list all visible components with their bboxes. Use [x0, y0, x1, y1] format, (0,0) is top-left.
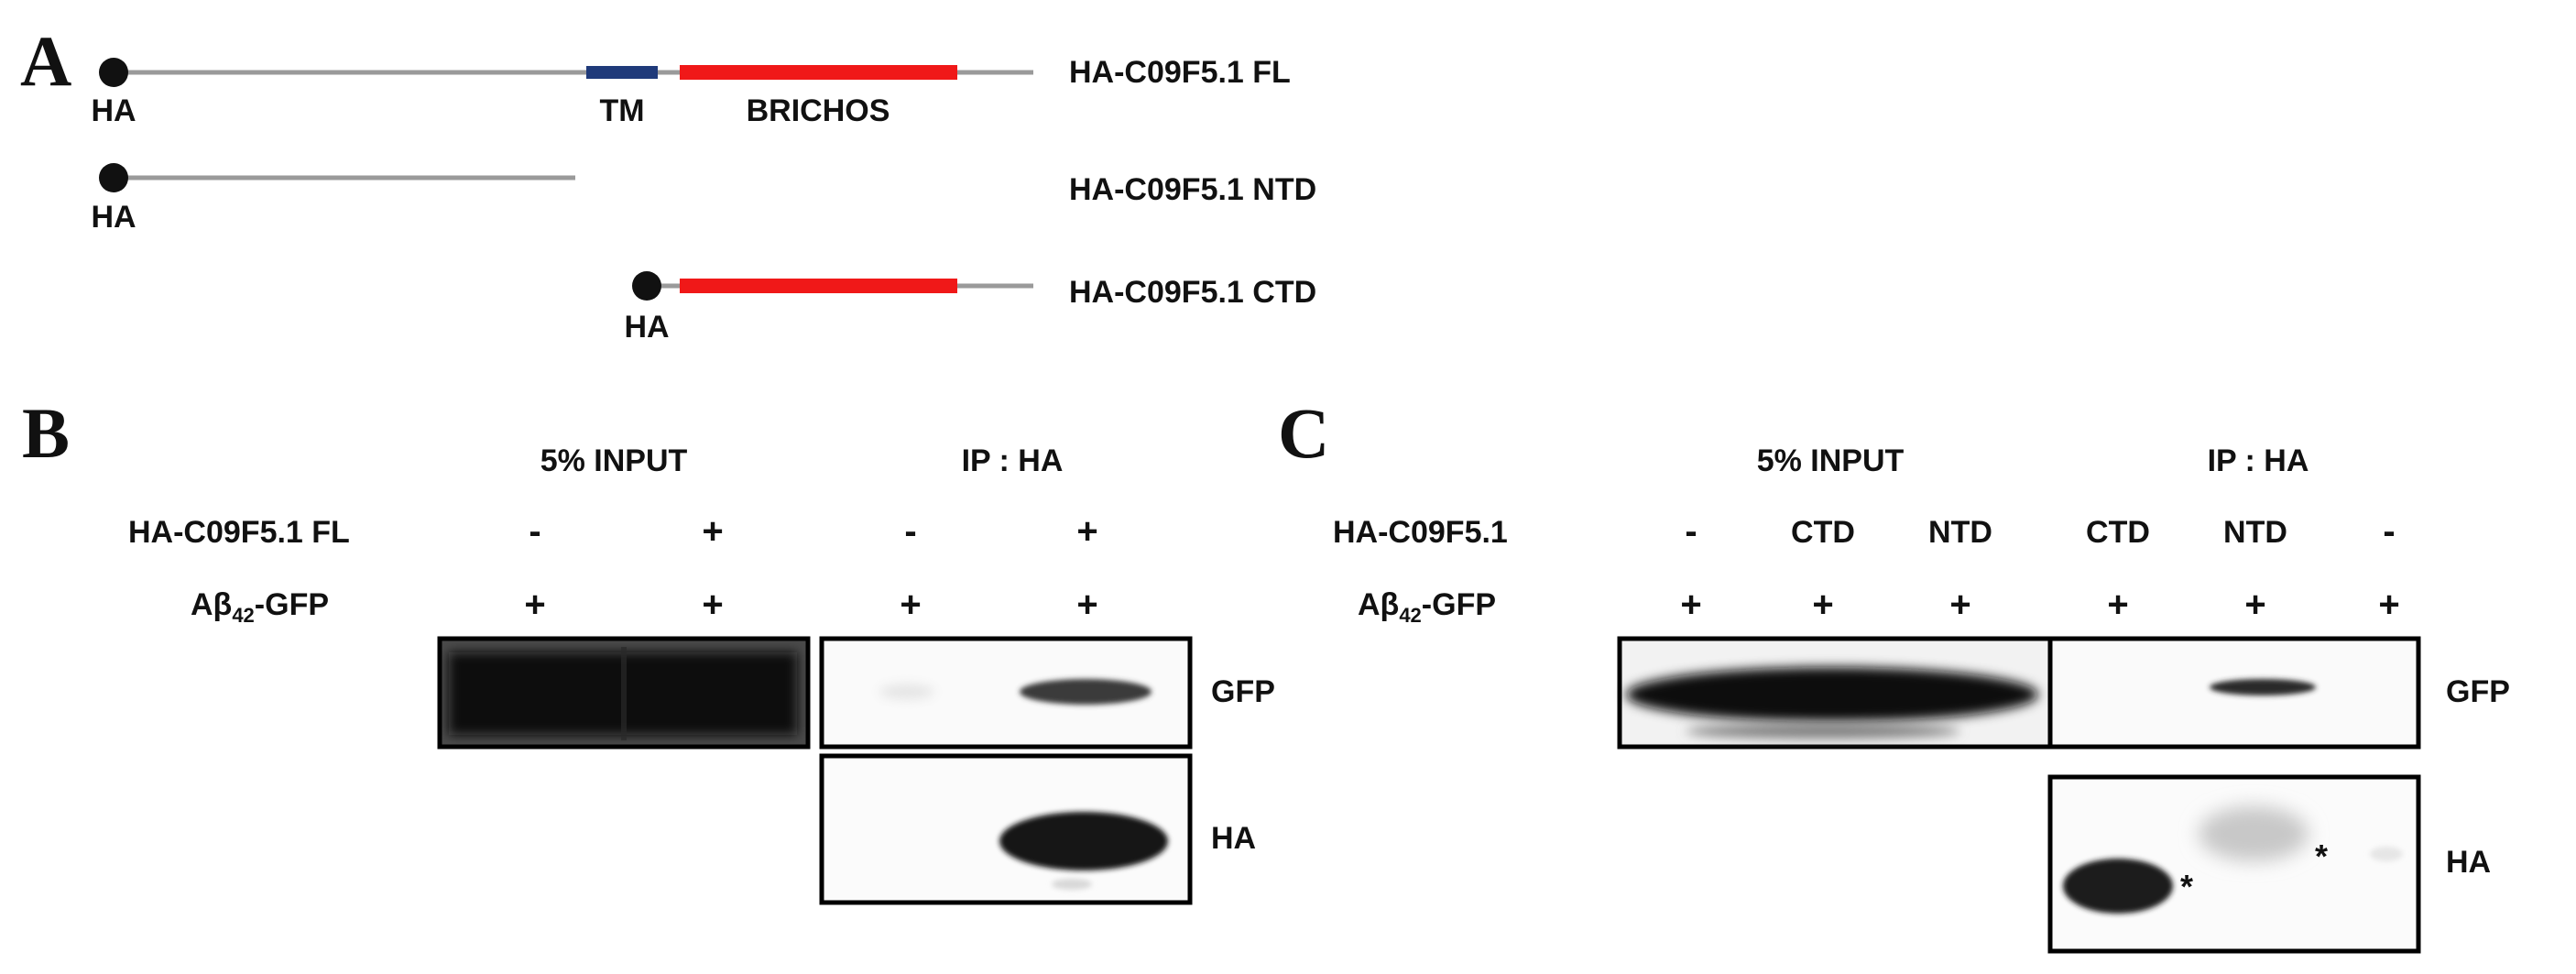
b-ha-label: HA	[1211, 821, 1257, 856]
c-row1-sign-3: NTD	[1928, 515, 1992, 550]
ntd-ha-label: HA	[91, 200, 136, 235]
c-row2-sign-3: +	[1949, 585, 1971, 625]
fl-tm-domain	[586, 66, 658, 79]
fl-brichos-domain	[680, 65, 957, 80]
blot-c-ip-gfp	[2047, 636, 2421, 750]
c-ha-label: HA	[2446, 845, 2492, 880]
construct-fl-name: HA-C09F5.1 FL	[1069, 55, 1291, 90]
b-row1-sign-4: +	[1076, 511, 1098, 552]
c-input-header: 5% INPUT	[1756, 443, 1905, 478]
c-row2-sign-5: +	[2244, 585, 2266, 625]
blot-c-ip-ha	[2047, 774, 2421, 954]
construct-ctd	[632, 271, 1033, 301]
c-row1-sign-1: -	[1685, 511, 1697, 552]
blot-b-ip-gfp	[819, 636, 1193, 750]
construct-ntd	[99, 163, 575, 192]
c-row2-sign-1: +	[1680, 585, 1702, 625]
b-row2-sign-4: +	[1076, 585, 1098, 625]
ctd-ha-label: HA	[624, 310, 670, 345]
c-row1-label: HA-C09F5.1	[1333, 515, 1508, 550]
construct-fl	[99, 58, 1033, 87]
b-gfp-label: GFP	[1211, 674, 1275, 709]
c-row1-sign-2: CTD	[1791, 515, 1855, 550]
ntd-ha-dot	[99, 163, 128, 192]
b-row2-label: Aβ42-GFP	[191, 587, 330, 627]
blot-c-input-gfp	[1617, 636, 2053, 750]
c-row1-sign-6: -	[2383, 511, 2396, 552]
b-row2-sign-2: +	[702, 585, 724, 625]
c-row1-sign-4: CTD	[2086, 515, 2150, 550]
panel-letter-a: A	[20, 21, 72, 101]
ctd-ha-dot	[632, 271, 661, 301]
c-gfp-label: GFP	[2446, 674, 2510, 709]
fl-brichos-label: BRICHOS	[746, 93, 890, 128]
blot-b-ip-ha	[819, 753, 1193, 905]
b-row1-sign-1: -	[529, 511, 541, 552]
fl-ha-dot	[99, 58, 128, 87]
c-row2-sign-6: +	[2378, 585, 2400, 625]
ctd-brichos-domain	[680, 279, 957, 293]
panel-letter-b: B	[22, 393, 71, 473]
c-row2-sign-2: +	[1812, 585, 1834, 625]
c-asterisk-ctd: *	[2180, 868, 2194, 905]
fl-ha-label: HA	[91, 93, 136, 128]
construct-ctd-name: HA-C09F5.1 CTD	[1069, 275, 1317, 310]
b-row2-sign-1: +	[524, 585, 546, 625]
b-row1-sign-3: -	[904, 511, 917, 552]
blot-b-input-gfp	[437, 636, 811, 750]
c-row1-sign-5: NTD	[2223, 515, 2287, 550]
fl-tm-label: TM	[599, 93, 645, 128]
construct-ntd-name: HA-C09F5.1 NTD	[1069, 172, 1317, 207]
b-ip-header: IP : HA	[961, 443, 1064, 478]
b-row1-sign-2: +	[702, 511, 724, 552]
panel-letter-c: C	[1278, 393, 1330, 473]
b-input-header: 5% INPUT	[540, 443, 688, 478]
b-row2-sign-3: +	[900, 585, 922, 625]
c-row2-sign-4: +	[2107, 585, 2129, 625]
b-row1-label: HA-C09F5.1 FL	[128, 515, 350, 550]
c-row2-label: Aβ42-GFP	[1358, 587, 1497, 627]
c-ip-header: IP : HA	[2207, 443, 2309, 478]
c-asterisk-ntd: *	[2315, 837, 2329, 875]
